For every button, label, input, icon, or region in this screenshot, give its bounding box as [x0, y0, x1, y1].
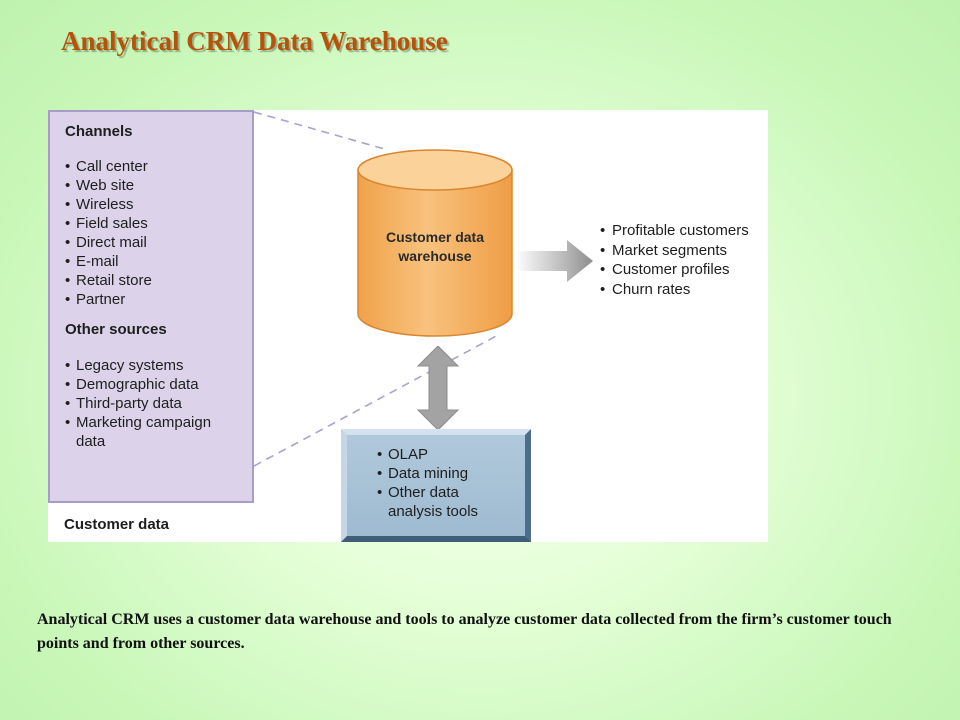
list-item: Data mining: [377, 464, 525, 483]
list-item: Web site: [65, 176, 252, 195]
figure-caption: Analytical CRM uses a customer data ware…: [37, 611, 892, 652]
list-item: Direct mail: [65, 233, 252, 252]
database-cylinder-icon: [357, 149, 513, 337]
list-item: Call center: [65, 157, 252, 176]
customer-data-panel: Channels Call center Web site Wireless F…: [48, 110, 254, 503]
list-item: Marketing campaign data: [65, 413, 226, 451]
list-item: OLAP: [377, 445, 525, 464]
list-item: Wireless: [65, 195, 252, 214]
warehouse-label: Customer data warehouse: [360, 228, 510, 266]
connector-lines: [253, 111, 501, 467]
arrow-updown-icon: [416, 346, 460, 430]
list-item: Demographic data: [65, 375, 252, 394]
list-item: Other data analysis tools: [377, 483, 498, 521]
list-item: Profitable customers: [600, 221, 749, 241]
tools-list: OLAP Data mining Other data analysis too…: [377, 445, 525, 521]
list-item: Third-party data: [65, 394, 252, 413]
slide-title: Analytical CRM Data Warehouse: [61, 26, 448, 56]
list-item: Partner: [65, 290, 252, 309]
channels-list: Call center Web site Wireless Field sale…: [65, 157, 252, 309]
customer-data-label: Customer data: [64, 516, 170, 533]
channels-heading: Channels: [65, 123, 133, 140]
warehouse-label-line2: warehouse: [398, 248, 472, 264]
list-item: Retail store: [65, 271, 252, 290]
list-item: Legacy systems: [65, 356, 252, 375]
other-sources-list: Legacy systems Demographic data Third-pa…: [65, 356, 252, 451]
other-sources-heading: Other sources: [65, 321, 167, 338]
list-item: Churn rates: [600, 280, 749, 300]
warehouse-label-line1: Customer data: [385, 229, 485, 245]
list-item: E-mail: [65, 252, 252, 271]
bottom-dashed-line: [253, 333, 501, 467]
top-dashed-line: [253, 111, 389, 151]
list-item: Field sales: [65, 214, 252, 233]
outputs-list: Profitable customers Market segments Cus…: [600, 221, 749, 299]
analysis-tools-box: OLAP Data mining Other data analysis too…: [341, 429, 531, 542]
list-item: Market segments: [600, 241, 749, 261]
list-item: Customer profiles: [600, 260, 749, 280]
arrow-right-icon: [515, 240, 593, 282]
crm-diagram: Channels Call center Web site Wireless F…: [48, 110, 768, 542]
